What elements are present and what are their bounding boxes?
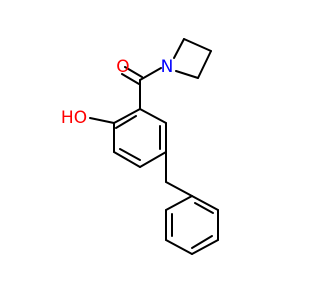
bond-benzene-c6-c1 <box>165 195 193 211</box>
bond-carbonyl-double-outer <box>124 66 143 78</box>
bond-methylene-to-benzene <box>165 181 193 197</box>
hydroxyl-label: HO <box>61 108 87 128</box>
bond-carbonyl-double-inner <box>121 73 140 85</box>
bond-phenol-c6-c1 <box>139 108 167 124</box>
bond-azetidine-right <box>197 50 212 79</box>
bond-carbonyl-to-nitrogen <box>139 67 162 81</box>
bond-benzene-c3-c4-outer <box>191 239 219 255</box>
bond-azetidine-top <box>183 38 212 52</box>
bond-phenol-c1-c2-outer <box>113 108 141 124</box>
bond-phenol-c1-c2-inner <box>115 115 137 129</box>
bond-benzene-c1-c2-outer <box>191 195 219 211</box>
azetidine-nitrogen-label: N <box>161 57 174 77</box>
molecule-structure: O N HO <box>61 38 219 255</box>
bond-azetidine-n-bottom <box>175 70 199 79</box>
bond-benzene-c3-c4-inner <box>191 235 213 249</box>
bond-phenol-c3-c4-outer <box>113 151 141 168</box>
bond-phenol-c4-c5 <box>139 151 167 168</box>
structure-canvas: O N HO <box>60 38 219 255</box>
bond-phenol-c3-c4-inner <box>119 148 141 161</box>
carbonyl-oxygen-label: O <box>116 57 129 77</box>
bond-benzene-c1-c2-inner <box>194 202 214 214</box>
bond-hydroxyl <box>89 117 115 124</box>
bond-azetidine-n-top <box>173 38 185 59</box>
bond-benzene-c4-c5 <box>165 239 193 255</box>
